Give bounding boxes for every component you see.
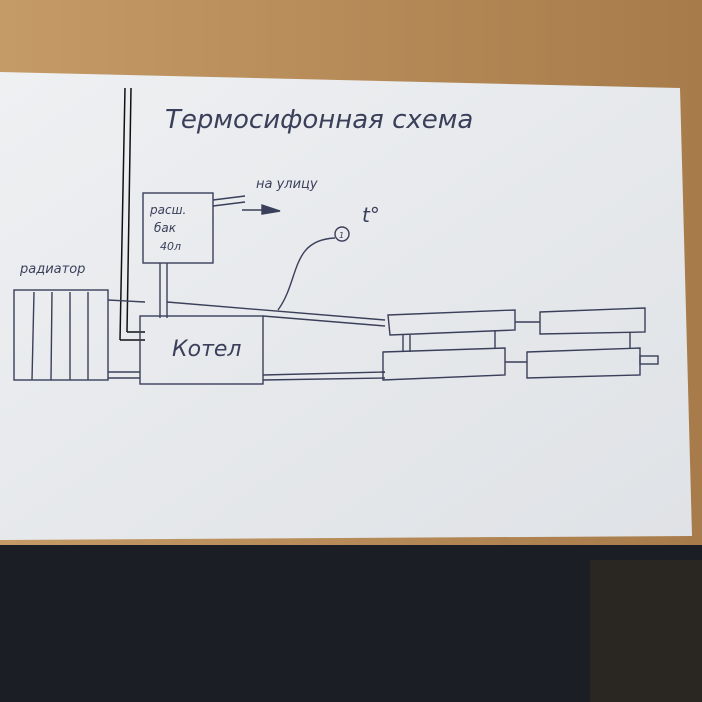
tank-label-2: бак [154, 221, 177, 235]
sketch-lines [13, 87, 659, 385]
outside-label: на улицу [256, 177, 318, 192]
dark-fabric [0, 545, 702, 702]
temperature-label: t° [362, 203, 380, 227]
radiator-shape [13, 289, 109, 381]
radiator-label: радиатор [19, 262, 85, 277]
paper-sheet [0, 72, 692, 540]
boiler-label: Котел [172, 337, 242, 362]
sensor-shape [334, 226, 350, 242]
diagram-title: Термосифонная схема [165, 105, 473, 135]
arrow-icon [261, 204, 281, 215]
expansion-tank-shape [142, 192, 214, 264]
tank-label-3: 40л [160, 240, 181, 253]
tank-label-1: расш. [149, 203, 186, 217]
sensor-label: 1 [339, 231, 344, 240]
fabric-pattern [590, 560, 702, 702]
boiler-shape [139, 315, 264, 385]
